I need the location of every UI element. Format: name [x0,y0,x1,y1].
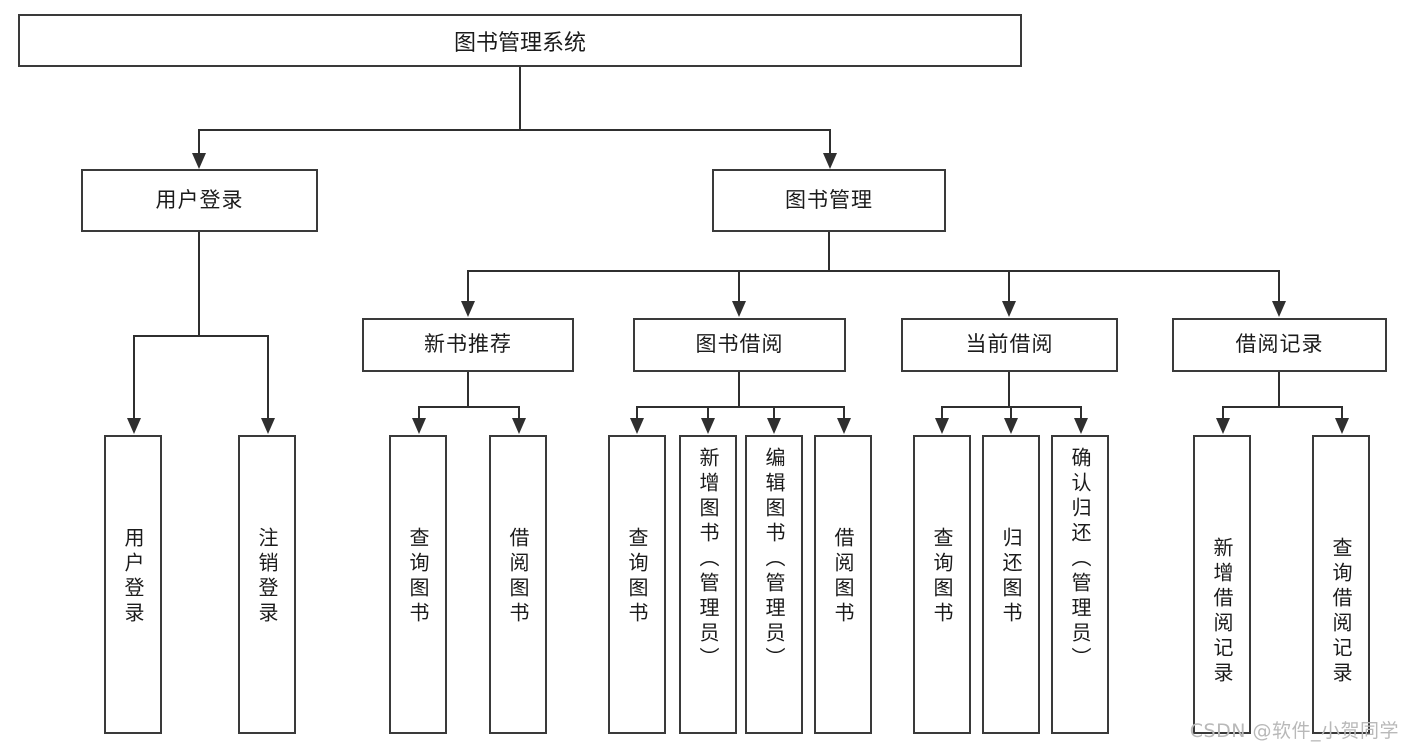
arrowhead-book-management-to-new-book [461,301,475,317]
connector-user-login-bar [133,335,267,337]
connector-book-management-to-current-borrow [1008,270,1010,303]
connector-borrow-record-to-leaf-1 [1222,406,1224,420]
leaf-label: 查询图书 [930,527,954,627]
connector-book-borrow-to-leaf-1 [636,406,638,420]
node-book-borrow[interactable]: 图书借阅 [633,318,846,372]
arrowhead-borrow-record-to-leaf-1 [1216,418,1230,434]
connector-user-login-to-leaf-1 [133,335,135,420]
arrowhead-book-management-to-borrow-record [1272,301,1286,317]
connector-book-management-to-borrow-record [1278,270,1280,303]
connector-current-borrow-stem [1008,372,1010,408]
leaf-add-borrow-record[interactable]: 新增借阅记录 [1193,435,1251,734]
arrowhead-user-login-to-leaf-2 [261,418,275,434]
leaf-label: 新增借阅记录 [1210,537,1234,687]
arrowhead-book-management-to-current-borrow [1002,301,1016,317]
connector-book-borrow-stem [738,372,740,408]
connector-book-borrow-to-leaf-4 [843,406,845,420]
node-label: 用户登录 [155,187,244,212]
leaf-add-book-admin[interactable]: 新增图书（管理员） [679,435,737,734]
connector-root-stem [519,67,521,130]
leaf-label: 归还图书 [999,527,1023,627]
connector-user-login-to-leaf-2 [267,335,269,420]
leaf-query-book-borrow[interactable]: 查询图书 [608,435,666,734]
leaf-confirm-return-admin[interactable]: 确认归还（管理员） [1051,435,1109,734]
connector-current-borrow-to-leaf-1 [941,406,943,420]
arrowhead-root-to-book-management [823,153,837,169]
leaf-label: 新增图书（管理员） [696,447,720,672]
connector-new-book-bar [418,406,518,408]
connector-book-borrow-to-leaf-2 [707,406,709,420]
leaf-label: 注销登录 [255,527,279,627]
leaf-label: 查询借阅记录 [1329,537,1353,687]
arrowhead-book-borrow-to-leaf-2 [701,418,715,434]
leaf-label: 查询图书 [625,527,649,627]
leaf-return-book[interactable]: 归还图书 [982,435,1040,734]
arrowhead-new-book-to-leaf-1 [412,418,426,434]
connector-book-management-to-book-borrow [738,270,740,303]
node-root-book-management-system[interactable]: 图书管理系统 [18,14,1022,67]
node-label: 图书管理 [785,187,873,212]
arrowhead-current-borrow-to-leaf-2 [1004,418,1018,434]
leaf-label: 编辑图书（管理员） [762,447,786,672]
leaf-label: 确认归还（管理员） [1068,447,1092,672]
connector-current-borrow-to-leaf-2 [1010,406,1012,420]
leaf-label: 查询图书 [406,527,430,627]
arrowhead-borrow-record-to-leaf-2 [1335,418,1349,434]
connector-book-management-bar [467,270,1279,272]
node-label: 新书推荐 [424,332,512,357]
connector-new-book-stem [467,372,469,408]
leaf-logout[interactable]: 注销登录 [238,435,296,734]
connector-new-book-to-leaf-2 [518,406,520,420]
leaf-label: 借阅图书 [506,527,530,627]
connector-user-login-stem [198,232,200,336]
leaf-query-book-current[interactable]: 查询图书 [913,435,971,734]
arrowhead-book-borrow-to-leaf-3 [767,418,781,434]
node-borrow-record[interactable]: 借阅记录 [1172,318,1387,372]
leaf-edit-book-admin[interactable]: 编辑图书（管理员） [745,435,803,734]
arrowhead-new-book-to-leaf-2 [512,418,526,434]
node-current-borrow[interactable]: 当前借阅 [901,318,1118,372]
arrowhead-root-to-user-login [192,153,206,169]
arrowhead-current-borrow-to-leaf-1 [935,418,949,434]
connector-book-management-to-new-book [467,270,469,303]
node-book-management[interactable]: 图书管理 [712,169,946,232]
connector-root-to-user-login [198,129,200,155]
node-user-login[interactable]: 用户登录 [81,169,318,232]
node-new-book-recommend[interactable]: 新书推荐 [362,318,574,372]
leaf-query-book-recommend[interactable]: 查询图书 [389,435,447,734]
leaf-query-borrow-record[interactable]: 查询借阅记录 [1312,435,1370,734]
connector-borrow-record-bar [1222,406,1341,408]
node-label: 图书借阅 [695,332,784,357]
leaf-label: 用户登录 [121,527,145,627]
arrowhead-user-login-to-leaf-1 [127,418,141,434]
leaf-label: 借阅图书 [831,527,855,627]
watermark: CSDN @软件_小贺同学 [1189,720,1399,742]
leaf-user-login[interactable]: 用户登录 [104,435,162,734]
connector-root-to-book-management [829,129,831,155]
connector-current-borrow-to-leaf-3 [1080,406,1082,420]
connector-book-management-stem [828,232,830,272]
arrowhead-book-borrow-to-leaf-1 [630,418,644,434]
connector-borrow-record-stem [1278,372,1280,408]
leaf-borrow-book-recommend[interactable]: 借阅图书 [489,435,547,734]
connector-book-borrow-bar [636,406,843,408]
arrowhead-book-borrow-to-leaf-4 [837,418,851,434]
connector-root-bar [198,129,830,131]
arrowhead-current-borrow-to-leaf-3 [1074,418,1088,434]
leaf-borrow-book[interactable]: 借阅图书 [814,435,872,734]
connector-new-book-to-leaf-1 [418,406,420,420]
connector-borrow-record-to-leaf-2 [1341,406,1343,420]
node-label: 图书管理系统 [453,30,586,56]
arrowhead-book-management-to-book-borrow [732,301,746,317]
connector-book-borrow-to-leaf-3 [773,406,775,420]
node-label: 借阅记录 [1235,332,1324,357]
node-label: 当前借阅 [965,332,1054,357]
